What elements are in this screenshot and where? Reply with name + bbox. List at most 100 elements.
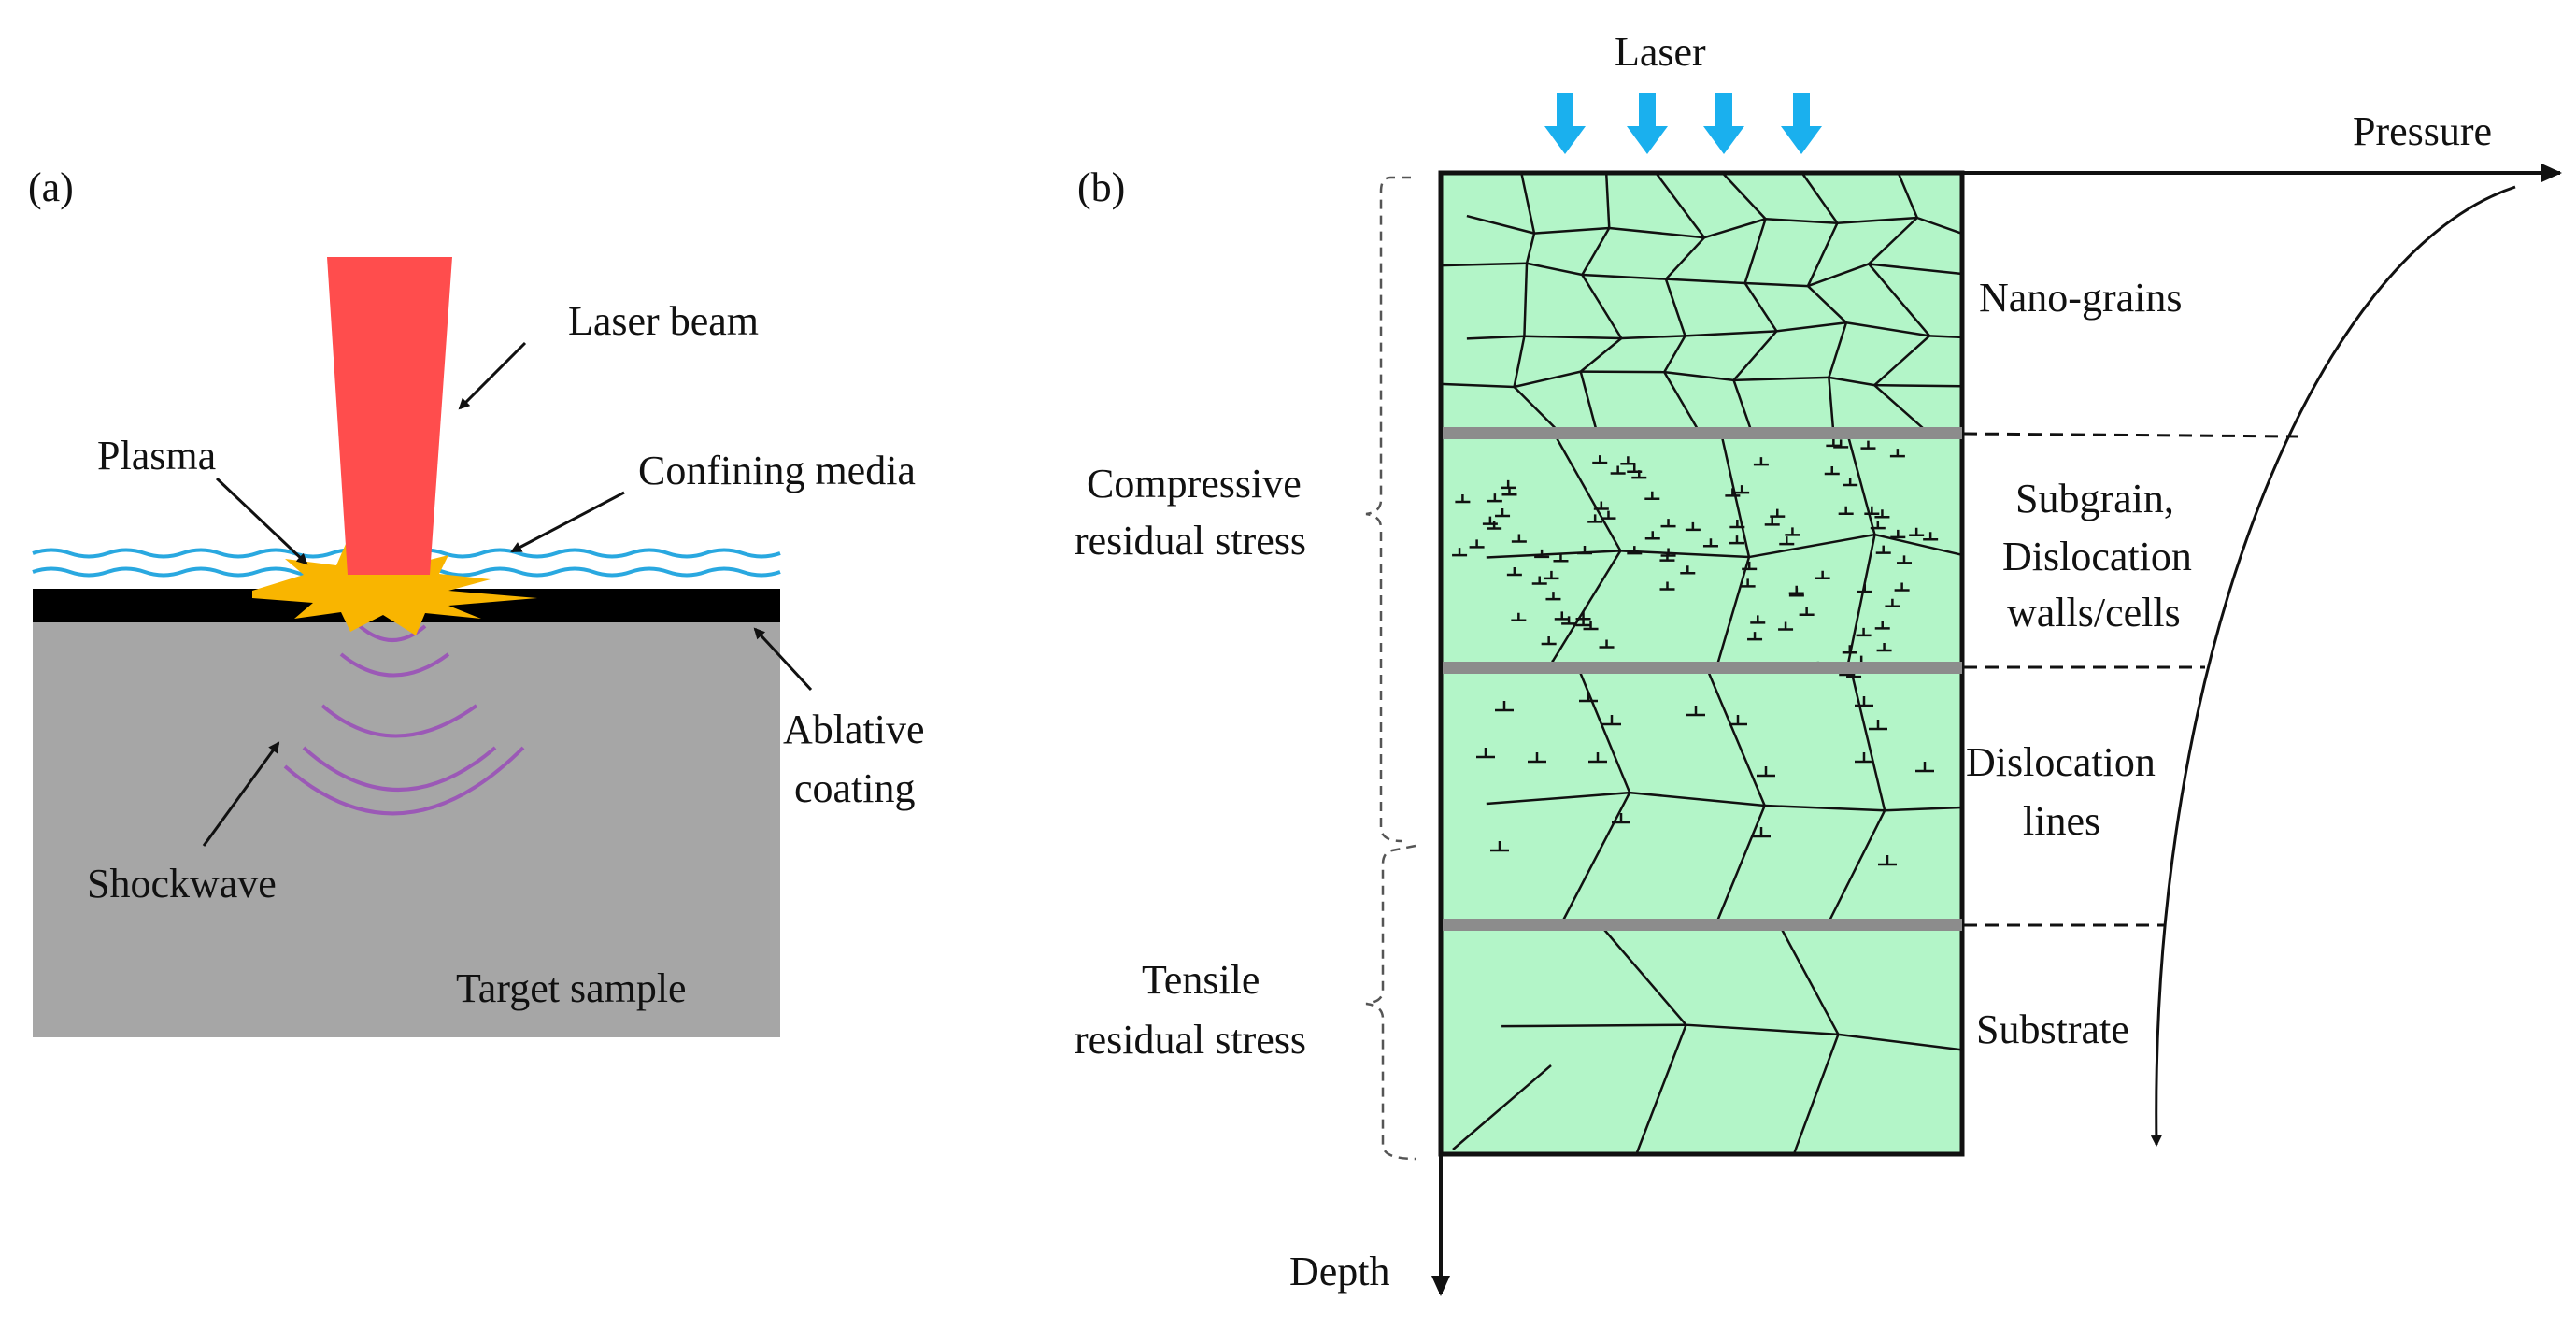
laser-arrow [1544,93,1586,154]
dislocation-symbol [1599,639,1615,649]
grain-boundary [1486,550,1621,559]
dislocation-symbol [1729,535,1744,545]
grain-boundary [1514,370,1581,389]
dislocation-symbol [1482,516,1498,525]
dislocation-symbol [1620,456,1636,465]
grain-boundary [1665,236,1705,280]
grain-boundary [1559,792,1631,925]
dislocation-symbol [1824,466,1840,476]
dislocation-symbol [1856,627,1872,637]
grain-boundary [1846,534,1876,667]
dislocation-symbol [1593,501,1609,510]
dislocation-symbol [1587,514,1603,523]
layer-boundary-1 [1441,427,1962,439]
grain-boundary [1665,278,1745,285]
dislocation-symbol [1610,465,1626,475]
dislocation-symbol [1553,553,1569,563]
laser-arrow [1781,93,1822,154]
dislocation-symbol [1889,449,1905,458]
grain-boundary [1826,809,1886,925]
grain-boundary [1764,804,1886,812]
layer-boundary-3 [1441,919,1962,931]
panel-a: (a) Laser beam Plasma Confining media Ab… [28,164,925,1037]
dislocation-symbol [1602,715,1621,726]
dislocation-symbol [1753,457,1769,466]
dislocation-symbol [1644,491,1660,501]
grain-boundary [1520,172,1536,234]
grain-boundary [1874,383,1963,388]
grain-boundary [1715,556,1751,667]
grain-boundary [1806,222,1839,287]
grain-boundary [1721,172,1767,221]
grain-boundary [1705,667,1766,807]
dislocation-symbol [1890,529,1906,539]
dislocation-symbol [1501,487,1517,496]
dislocation-symbol [1702,538,1718,548]
dislocation-symbol [1511,534,1527,543]
grain-boundary [1533,226,1610,235]
dislocation-symbol [1750,615,1766,624]
dislocation-symbol [1909,527,1925,537]
grain-boundary [1807,285,1847,324]
grain-boundary [1828,377,1835,433]
dislocation-symbol [1501,479,1516,490]
dislocation-symbol [1452,548,1468,557]
dislocation-symbol [1778,621,1794,631]
tensile-stress-brace [1365,844,1416,1161]
shockwave-label: Shockwave [87,861,277,907]
layer-label-dislocation-1: Dislocation [1966,739,2156,785]
dislocation-symbols [1452,437,1939,866]
dislocation-symbol [1579,692,1598,703]
confining-media-label: Confining media [638,448,916,493]
grain-boundary [1466,335,1525,340]
layer-label-dislocation-2: lines [2023,798,2100,844]
plasma-burst [252,540,537,635]
dislocation-symbol [1869,720,1887,731]
dislocation-symbol [1785,527,1800,536]
panel-a-label: (a) [28,164,74,210]
grain-boundary [1663,335,1686,373]
dislocation-symbol [1659,581,1675,591]
panel-b: (b) Laser Nano-grains Subgrain, Dislocat… [1075,29,2562,1296]
dislocation-symbol [1511,612,1527,621]
grain-boundary [1849,667,1886,811]
grain-boundary [1793,1034,1840,1153]
grain-boundary [1553,433,1622,551]
dislocation-symbol [1554,611,1570,621]
laser-beam-pointer [458,341,527,410]
dislocation-symbol [1660,519,1676,528]
laser-beam [327,257,452,575]
confining-media-pointer [510,491,625,553]
laser-beam-label: Laser beam [568,298,759,344]
grain-boundary [1703,218,1766,239]
grain-boundaries [1440,172,1963,1153]
dislocation-symbol [1601,510,1616,520]
ablative-coating-pointer [753,627,813,692]
grain-boundary [1620,550,1750,559]
grain-boundary [1604,172,1611,229]
dislocation-symbol [1725,488,1741,497]
grain-boundary [1765,217,1838,224]
dislocation-symbol [1752,827,1771,838]
dislocation-symbol [1490,841,1509,852]
grain-boundary [1916,216,1963,236]
dislocation-symbol [1644,531,1660,540]
grain-boundary [1779,925,1840,1035]
grain-boundary [1845,321,1930,337]
laser-arrow [1627,93,1668,154]
dislocation-symbol [1575,617,1591,627]
dislocation-symbol [1779,536,1795,546]
grain-boundary [1452,1064,1552,1150]
dislocation-symbol [1660,548,1676,557]
compressive-stress-label-line2: residual stress [1075,518,1306,564]
dislocation-symbol [1857,584,1872,593]
target-sample-label: Target sample [456,965,687,1011]
depth-label: Depth [1289,1249,1390,1294]
dislocation-symbol [1855,696,1873,707]
grain-boundary [1548,550,1622,667]
shockwave-arcs [283,624,525,816]
grain-boundary [1630,791,1765,807]
dislocation-symbol [1764,517,1780,526]
ablative-coating-label-line2: coating [794,765,916,811]
grain-boundary [1466,214,1535,235]
